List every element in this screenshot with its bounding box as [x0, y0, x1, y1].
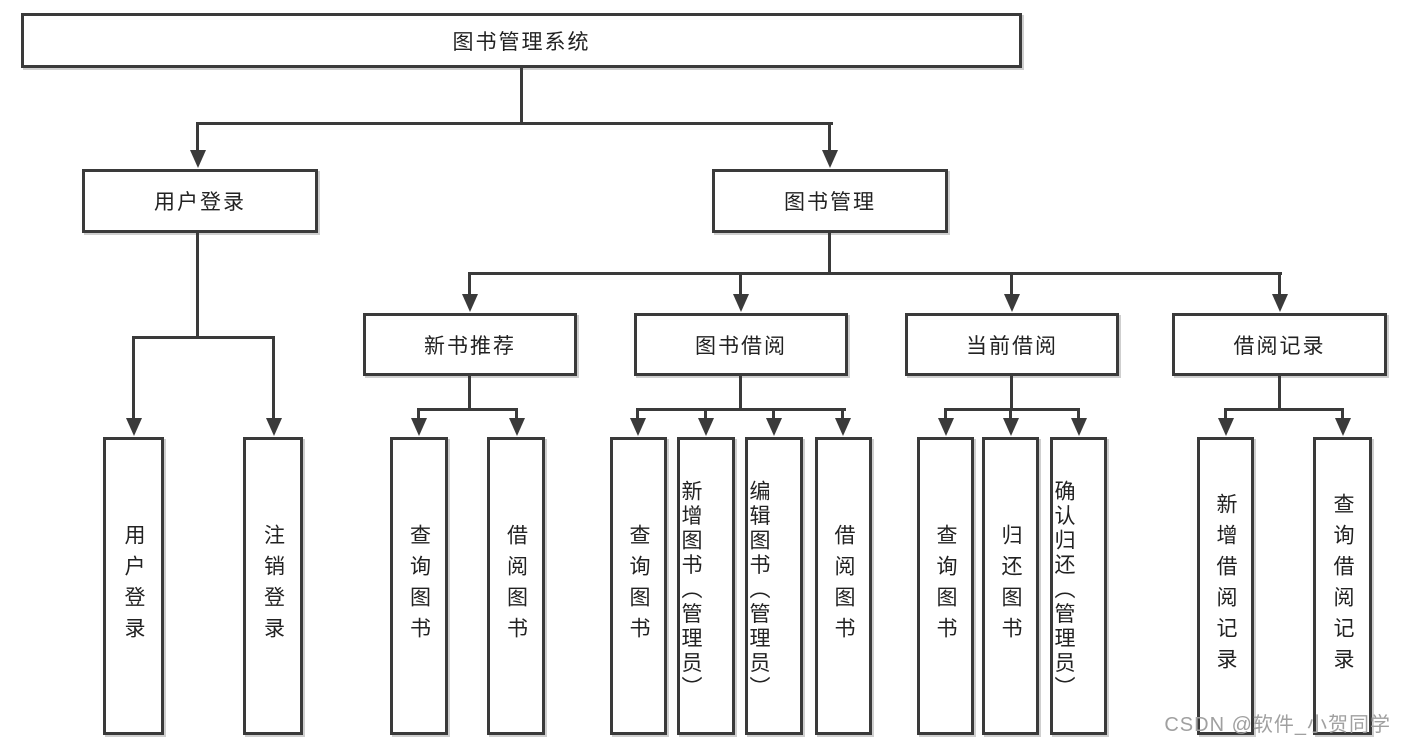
connector-line: [739, 272, 742, 295]
arrow-down-icon: [190, 150, 206, 168]
arrow-down-icon: [1071, 418, 1087, 436]
leaf-label: 注销登录: [261, 524, 285, 648]
arrow-down-icon: [822, 150, 838, 168]
connector-line: [468, 376, 471, 408]
leaf-label: 用户登录: [122, 524, 145, 648]
connector-line: [1278, 376, 1281, 408]
connector-line: [828, 233, 831, 272]
arrow-down-icon: [630, 418, 646, 436]
connector-line: [1077, 408, 1080, 419]
leaf-query-books-borrow: 查询图书: [610, 437, 667, 735]
connector-line: [636, 408, 639, 419]
arrow-down-icon: [1218, 418, 1234, 436]
connector-line: [468, 272, 1282, 275]
watermark-text: CSDN @软件_小贺同学: [1164, 714, 1391, 736]
arrow-down-icon: [509, 418, 525, 436]
arrow-down-icon: [266, 418, 282, 436]
leaf-query-borrow-record: 查询借阅记录: [1313, 437, 1372, 735]
arrow-down-icon: [462, 294, 478, 312]
leaf-confirm-return-admin: 确认归还（管理员）: [1050, 437, 1107, 735]
connector-line: [739, 376, 742, 408]
node-user-login: 用户登录: [82, 169, 318, 233]
node-label: 新书推荐: [424, 334, 516, 358]
connector-line: [944, 408, 947, 419]
root-node: 图书管理系统: [21, 13, 1022, 68]
node-label: 图书借阅: [695, 334, 787, 358]
root-node-label: 图书管理系统: [452, 30, 591, 54]
connector-line: [196, 122, 833, 125]
connector-line: [1010, 376, 1013, 408]
node-borrow-records: 借阅记录: [1172, 313, 1387, 376]
leaf-add-borrow-record: 新增借阅记录: [1197, 437, 1254, 735]
leaf-add-books-admin: 新增图书（管理员）: [677, 437, 735, 735]
leaf-logout-login: 注销登录: [243, 437, 303, 735]
leaf-label: 查询图书: [407, 524, 431, 648]
connector-line: [1224, 408, 1227, 419]
leaf-label: 新增借阅记录: [1214, 493, 1237, 679]
arrow-down-icon: [698, 418, 714, 436]
connector-line: [1278, 272, 1281, 295]
node-book-borrow: 图书借阅: [634, 313, 848, 376]
arrow-down-icon: [1003, 418, 1019, 436]
leaf-user-login: 用户登录: [103, 437, 164, 735]
leaf-label: 借阅图书: [504, 524, 528, 648]
arrow-down-icon: [733, 294, 749, 312]
connector-line: [841, 408, 844, 419]
node-label: 借阅记录: [1233, 334, 1326, 358]
leaf-query-books-recommend: 查询图书: [390, 437, 448, 735]
connector-line: [515, 408, 518, 419]
leaf-label: 查询借阅记录: [1331, 493, 1354, 679]
leaf-borrow-books-recommend: 借阅图书: [487, 437, 545, 735]
node-label: 用户登录: [154, 191, 246, 214]
node-book-management: 图书管理: [712, 169, 948, 233]
arrow-down-icon: [1335, 418, 1351, 436]
connector-line: [417, 408, 420, 419]
connector-line: [828, 122, 831, 151]
leaf-query-books-current: 查询图书: [917, 437, 974, 735]
leaf-label: 编辑图书（管理员）: [747, 479, 770, 701]
arrow-down-icon: [1272, 294, 1288, 312]
connector-line: [944, 408, 1080, 411]
leaf-label: 新增图书（管理员）: [679, 479, 702, 701]
leaf-label: 归还图书: [999, 524, 1022, 648]
connector-line: [1010, 272, 1013, 295]
leaf-label: 借阅图书: [832, 524, 855, 648]
arrow-down-icon: [126, 418, 142, 436]
arrow-down-icon: [835, 418, 851, 436]
node-current-borrow: 当前借阅: [905, 313, 1119, 376]
leaf-label: 确认归还（管理员）: [1052, 479, 1075, 701]
arrow-down-icon: [1004, 294, 1020, 312]
connector-line: [772, 408, 775, 419]
connector-line: [196, 122, 199, 151]
connector-line: [196, 233, 199, 336]
connector-line: [132, 336, 275, 339]
connector-line: [1341, 408, 1344, 419]
node-label: 当前借阅: [966, 334, 1058, 358]
connector-line: [132, 336, 135, 418]
leaf-label: 查询图书: [934, 524, 957, 648]
leaf-label: 查询图书: [627, 524, 650, 648]
connector-line: [704, 408, 707, 419]
leaf-borrow-books: 借阅图书: [815, 437, 872, 735]
connector-line: [417, 408, 518, 411]
leaf-return-books: 归还图书: [982, 437, 1039, 735]
connector-line: [1009, 408, 1012, 419]
leaf-edit-books-admin: 编辑图书（管理员）: [745, 437, 803, 735]
node-new-book-recommend: 新书推荐: [363, 313, 577, 376]
connector-line: [1224, 408, 1343, 411]
connector-line: [636, 408, 846, 411]
connector-line: [272, 336, 275, 418]
arrow-down-icon: [766, 418, 782, 436]
node-label: 图书管理: [784, 191, 876, 214]
connector-line: [468, 272, 471, 295]
arrow-down-icon: [938, 418, 954, 436]
connector-line: [520, 68, 523, 122]
arrow-down-icon: [411, 418, 427, 436]
